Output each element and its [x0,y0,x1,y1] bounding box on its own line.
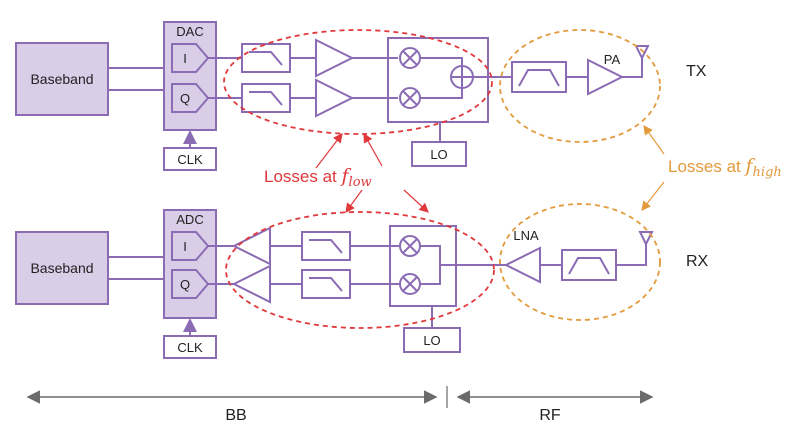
rx-mixer-i-icon [399,235,421,257]
tx-mixer-block [387,37,489,123]
rx-amp-i [231,226,271,266]
tx-bandpass-filter [511,61,567,93]
tx-amp-i [315,38,355,78]
rx-i-converter [171,231,210,261]
tx-amp-q [315,78,355,118]
rx-chain: Baseband ADC I Q CLK [15,209,709,359]
rx-clk-label: CLK [177,340,203,355]
rx-i-label: I [183,239,187,254]
tx-clk-block [163,147,217,171]
rx-lo-label: LO [423,333,440,348]
losses-low-rx-ellipse [225,211,495,329]
rx-label: RX [686,253,709,270]
tx-lowpass-filter-q [241,83,291,113]
rx-antenna-icon [638,231,654,247]
bb-label: BB [225,407,246,423]
rx-baseband-label: Baseband [30,260,93,276]
rx-lna-label: LNA [513,228,539,243]
rx-q-label: Q [180,277,190,292]
tx-antenna-icon [634,45,650,61]
tx-q-label: Q [180,91,190,106]
rx-lna-amplifier [503,246,541,284]
losses-high-annotation: Losses at fhigh [499,29,782,321]
tx-lo-label: LO [430,147,447,162]
tx-pa-amplifier [587,58,625,96]
tx-q-converter [171,83,210,113]
tx-baseband-block [15,42,109,116]
losses-low-annotation: Losses at flow [223,29,495,329]
frequency-domain-axis: BB RF [26,386,654,423]
losses-high-label: Losses at fhigh [668,155,782,180]
rx-adc-block [163,209,217,319]
tx-baseband-label: Baseband [30,71,93,87]
losses-high-tx-ellipse [499,29,661,143]
rx-amp-q [231,264,271,304]
tx-pa-label: PA [604,52,621,67]
rx-q-converter [171,269,210,299]
losses-high-rx-ellipse [499,203,661,321]
tx-i-converter [171,43,210,73]
rx-lowpass-filter-q [301,269,351,299]
tx-dac-label: DAC [176,24,203,39]
rx-baseband-block [15,231,109,305]
tx-lowpass-filter-i [241,43,291,73]
losses-low-label: Losses at flow [264,165,372,190]
rx-lowpass-filter-i [301,231,351,261]
tx-mixer-q-icon [399,87,421,109]
tx-i-label: I [183,51,187,66]
rx-adc-label: ADC [176,212,203,227]
losses-low-tx-ellipse [223,29,493,135]
tx-chain: Baseband DAC I Q CLK [15,21,707,171]
rx-clk-block [163,335,217,359]
rx-bandpass-filter [561,249,617,281]
tx-lo-block [411,141,467,167]
tx-clk-label: CLK [177,152,203,167]
rx-mixer-q-icon [399,273,421,295]
tx-label: TX [686,63,707,80]
tx-mixer-i-icon [399,47,421,69]
tx-summer-icon [450,65,474,89]
rf-label: RF [539,407,561,423]
rx-lo-block [403,327,461,353]
